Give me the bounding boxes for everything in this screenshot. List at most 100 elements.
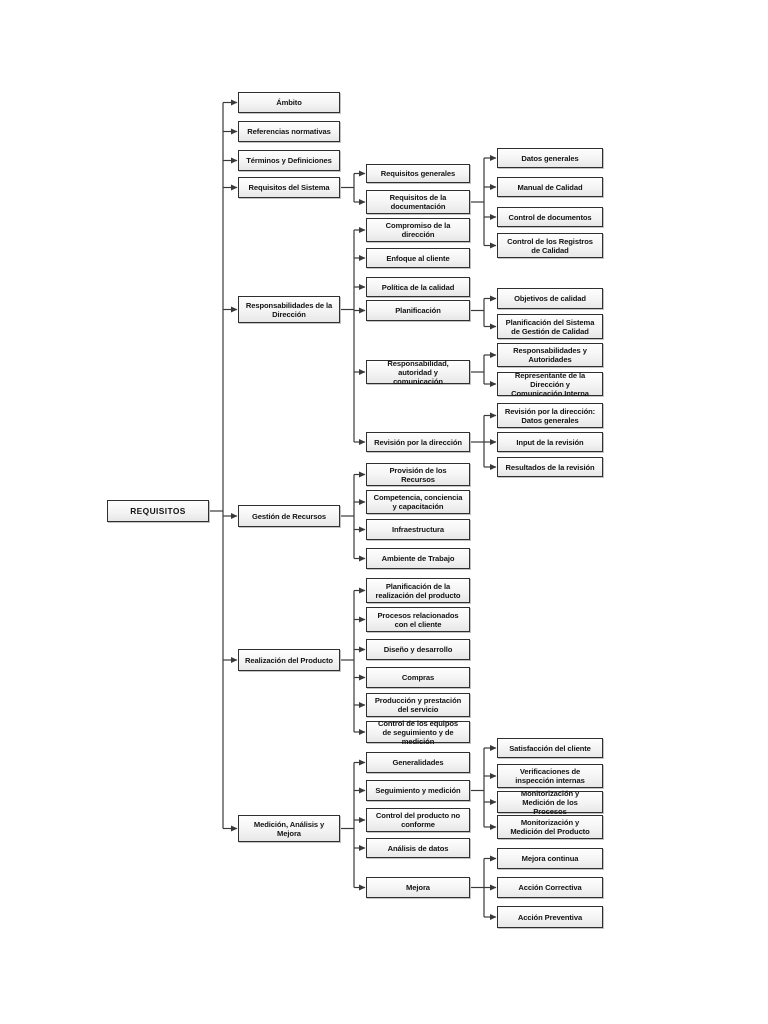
node-label: Política de la calidad [381, 282, 455, 292]
node-satisfaccion-cliente: Satisfacción del cliente [497, 738, 603, 758]
node-control-equipos: Control de los equipos de seguimiento y … [366, 718, 470, 746]
node-label: Procesos relacionados con el cliente [377, 610, 459, 629]
node-label: Compromiso de la dirección [385, 221, 451, 239]
node-monitorizacion-procesos: Monitorización y Medición de los Proceso… [497, 788, 603, 816]
node-realizacion-producto: Realización del Producto [238, 649, 340, 671]
node-compromiso-direccion: Compromiso de la dirección [366, 218, 470, 242]
node-label: Análisis de datos [387, 843, 449, 853]
node-label: Enfoque al cliente [386, 253, 450, 263]
node-objetivos-calidad: Objetivos de calidad [497, 288, 603, 309]
node-competencia-capacitacion: Competencia, conciencia y capacitación [366, 490, 470, 514]
node-label: Requisitos de la documentación [389, 193, 447, 211]
node-label: Control de los equipos de seguimiento y … [377, 718, 459, 746]
node-label: Datos generales [521, 153, 579, 163]
node-label: Generalidades [392, 758, 444, 767]
node-resultados-revision: Resultados de la revisión [497, 457, 603, 477]
node-label: REQUISITOS [130, 505, 186, 516]
node-label: Gestión de Recursos [251, 511, 327, 521]
node-label: Mejora [406, 883, 430, 892]
node-label: Objetivos de calidad [514, 294, 586, 303]
node-mejora: Mejora [366, 877, 470, 898]
node-label: Responsabilidades de la Dirección [245, 300, 333, 319]
node-label: Planificación de la realización del prod… [375, 581, 461, 600]
node-label: Ámbito [276, 98, 302, 107]
node-politica-calidad: Política de la calidad [366, 277, 470, 297]
node-label: Requisitos generales [380, 169, 456, 178]
node-label: Planificación [395, 306, 441, 315]
node-enfoque-cliente: Enfoque al cliente [366, 248, 470, 268]
node-ambito: Ámbito [238, 92, 340, 113]
node-control-producto-no-conforme: Control del producto no conforme [366, 808, 470, 832]
node-responsabilidad-autoridad: Responsabilidad, autoridad y comunicació… [366, 358, 470, 386]
node-label: Revisión por la dirección: Datos general… [504, 406, 596, 425]
node-label: Verificaciones de inspección internas [515, 767, 585, 785]
node-control-registros: Control de los Registros de Calidad [497, 233, 603, 258]
node-generalidades: Generalidades [366, 752, 470, 773]
node-compras: Compras [366, 667, 470, 688]
node-label: Manual de Calidad [517, 182, 583, 192]
node-requisitos: REQUISITOS [107, 500, 209, 522]
node-label: Medición, Análisis y Mejora [253, 819, 325, 838]
node-label: Seguimiento y medición [375, 786, 461, 795]
node-accion-preventiva: Acción Preventiva [497, 906, 603, 928]
node-revision-direccion: Revisión por la dirección [366, 432, 470, 452]
node-label: Representante de la Dirección y Comunica… [511, 370, 589, 398]
node-label: Monitorización y Medición del Producto [510, 818, 590, 836]
node-manual-calidad: Manual de Calidad [497, 177, 603, 197]
node-label: Referencias normativas [247, 127, 331, 136]
node-label: Infraestructura [391, 525, 445, 534]
node-label: Requisitos del Sistema [248, 183, 330, 192]
node-infraestructura: Infraestructura [366, 519, 470, 540]
node-planificacion-sistema: Planificación del Sistema de Gestión de … [497, 314, 603, 339]
node-label: Resultados de la revisión [505, 462, 595, 472]
node-terminos-definiciones: Términos y Definiciones [238, 150, 340, 171]
node-label: Control de los Registros de Calidad [507, 236, 593, 255]
node-gestion-recursos: Gestión de Recursos [238, 505, 340, 527]
node-requisitos-documentacion: Requisitos de la documentación [366, 190, 470, 214]
node-label: Planificación del Sistema de Gestión de … [505, 317, 595, 336]
node-representante-direccion: Representante de la Dirección y Comunica… [497, 370, 603, 398]
node-label: Responsabilidades y Autoridades [513, 346, 587, 364]
node-referencias-normativas: Referencias normativas [238, 121, 340, 142]
node-mejora-continua: Mejora continua [497, 848, 603, 869]
node-label: Control de documentos [508, 212, 592, 222]
node-diseno-desarrollo: Diseño y desarrollo [366, 639, 470, 660]
node-label: Términos y Definiciones [246, 156, 332, 165]
node-revision-datos-generales: Revisión por la dirección: Datos general… [497, 403, 603, 428]
node-input-revision: Input de la revisión [497, 432, 603, 452]
node-ambiente-trabajo: Ambiente de Trabajo [366, 548, 470, 569]
node-responsabilidades-autoridades: Responsabilidades y Autoridades [497, 343, 603, 367]
node-monitorizacion-producto: Monitorización y Medición del Producto [497, 815, 603, 839]
node-label: Input de la revisión [516, 437, 584, 447]
node-label: Producción y prestación del servicio [374, 696, 462, 714]
node-label: Competencia, conciencia y capacitación [373, 493, 463, 511]
node-requisitos-generales: Requisitos generales [366, 164, 470, 183]
node-provision-recursos: Provisión de los Recursos [366, 463, 470, 486]
node-datos-generales: Datos generales [497, 148, 603, 168]
node-label: Provisión de los Recursos [389, 465, 447, 484]
node-label: Satisfacción del cliente [509, 743, 591, 753]
node-label: Compras [401, 673, 435, 682]
node-label: Revisión por la dirección [374, 437, 462, 447]
node-verificaciones-inspeccion: Verificaciones de inspección internas [497, 764, 603, 788]
node-label: Diseño y desarrollo [383, 645, 453, 654]
node-label: Ambiente de Trabajo [381, 554, 455, 563]
node-analisis-datos: Análisis de datos [366, 838, 470, 858]
node-planificacion: Planificación [366, 300, 470, 321]
node-seguimiento-medicion: Seguimiento y medición [366, 780, 470, 801]
node-label: Mejora continua [521, 854, 579, 863]
node-label: Acción Correctiva [518, 883, 582, 892]
node-label: Acción Preventiva [517, 912, 583, 922]
node-accion-correctiva: Acción Correctiva [497, 877, 603, 898]
node-label: Monitorización y Medición de los Proceso… [520, 788, 580, 816]
node-produccion-prestacion: Producción y prestación del servicio [366, 693, 470, 717]
node-responsabilidades-direccion: Responsabilidades de la Dirección [238, 296, 340, 323]
node-label: Realización del Producto [245, 655, 333, 665]
node-procesos-cliente: Procesos relacionados con el cliente [366, 607, 470, 632]
node-label: Responsabilidad, autoridad y comunicació… [387, 358, 449, 386]
node-planificacion-realizacion: Planificación de la realización del prod… [366, 578, 470, 603]
node-label: Control del producto no conforme [375, 811, 461, 829]
node-medicion-analisis-mejora: Medición, Análisis y Mejora [238, 815, 340, 842]
